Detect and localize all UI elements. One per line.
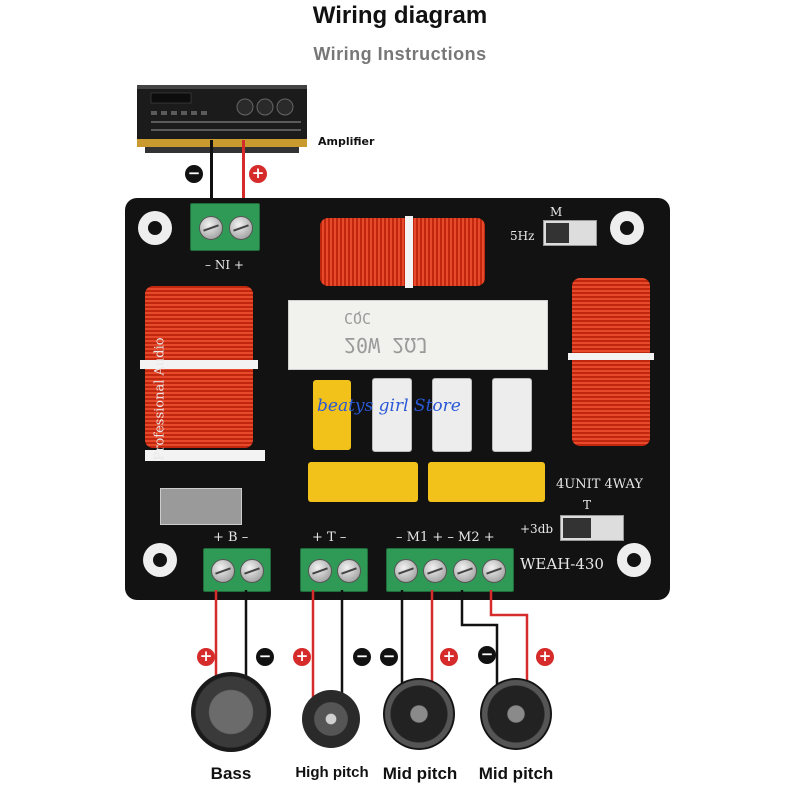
mid2-speaker-icon (480, 678, 552, 750)
tweeter-terminal (300, 548, 368, 592)
mid2-minus-icon: − (478, 646, 496, 664)
bass-terminal-label: + B – (213, 530, 249, 545)
m2-screw-positive (482, 559, 506, 583)
switch-m-value: 5Hz (510, 229, 535, 243)
gray-component (160, 488, 242, 525)
bass-plus-icon: + (197, 648, 215, 666)
amp-plus-icon: + (249, 165, 267, 183)
mount-hole-bottom-right (617, 543, 651, 577)
page-subtitle: Wiring Instructions (313, 44, 487, 64)
input-label: – NI + (205, 258, 244, 272)
speaker-label-mid-pitch-2: Mid pitch (478, 764, 554, 783)
capacitor-yellow-small (313, 380, 351, 450)
bass-minus-icon: − (256, 648, 274, 666)
mid-terminal-label: – M1 + – M2 + (396, 530, 495, 545)
left-coil-strap (140, 360, 258, 369)
switch-t-value: +3db (520, 522, 554, 536)
bass-terminal (203, 548, 271, 592)
page-title: Wiring diagram (312, 2, 488, 29)
mid1-plus-icon: + (440, 648, 458, 666)
tweeter-plus-icon: + (293, 648, 311, 666)
tweeter-screw-positive (308, 559, 332, 583)
top-coil (320, 218, 485, 286)
mid2-plus-icon: + (536, 648, 554, 666)
tweeter-terminal-label: + T – (312, 530, 347, 545)
mid-terminal (386, 548, 514, 592)
tweeter-speaker-icon (302, 690, 360, 748)
amp-wire-positive (242, 140, 245, 210)
input-screw-negative (199, 216, 223, 240)
m1-screw-negative (394, 559, 418, 583)
tweeter-minus-icon: − (353, 648, 371, 666)
unit-text: 4UNIT 4WAY (556, 477, 643, 492)
mid1-minus-icon: − (380, 648, 398, 666)
speaker-label-bass: Bass (210, 764, 252, 783)
model-label: WEAH-430 (520, 555, 604, 573)
top-coil-strap (405, 216, 413, 288)
switch-t-label: T (583, 498, 592, 512)
amplifier-label: Amplifier (318, 135, 375, 148)
switch-t[interactable] (560, 515, 624, 541)
mount-hole-top-left (138, 211, 172, 245)
mount-hole-bottom-left (143, 543, 177, 577)
amplifier-image (137, 85, 307, 163)
speaker-label-high-pitch: High pitch (295, 764, 369, 781)
bass-screw-positive (211, 559, 235, 583)
mid1-speaker-icon (383, 678, 455, 750)
input-screw-positive (229, 216, 253, 240)
left-coil-bobbin (145, 450, 265, 461)
mount-hole-top-right (610, 211, 644, 245)
capacitor-yellow-wide-2 (428, 462, 545, 502)
bass-screw-negative (240, 559, 264, 583)
bass-speaker-icon (191, 672, 271, 752)
resistor: CQC 20W 2ΩJ (288, 300, 548, 370)
watermark: beatys girl Store (317, 396, 461, 416)
right-coil (572, 278, 650, 446)
switch-m[interactable] (543, 220, 597, 246)
amp-wire-negative (210, 140, 213, 210)
speaker-label-mid-pitch-1: Mid pitch (382, 764, 458, 783)
capacitor-yellow-wide-1 (308, 462, 418, 502)
switch-m-label: M (550, 205, 563, 219)
capacitor-white-3 (492, 378, 532, 452)
right-coil-strap (568, 353, 654, 360)
m2-screw-negative (453, 559, 477, 583)
tweeter-screw-negative (337, 559, 361, 583)
capacitor-white-1 (372, 378, 412, 452)
amp-minus-icon: − (185, 165, 203, 183)
input-terminal (190, 203, 260, 251)
capacitor-white-2 (432, 378, 472, 452)
m1-screw-positive (423, 559, 447, 583)
